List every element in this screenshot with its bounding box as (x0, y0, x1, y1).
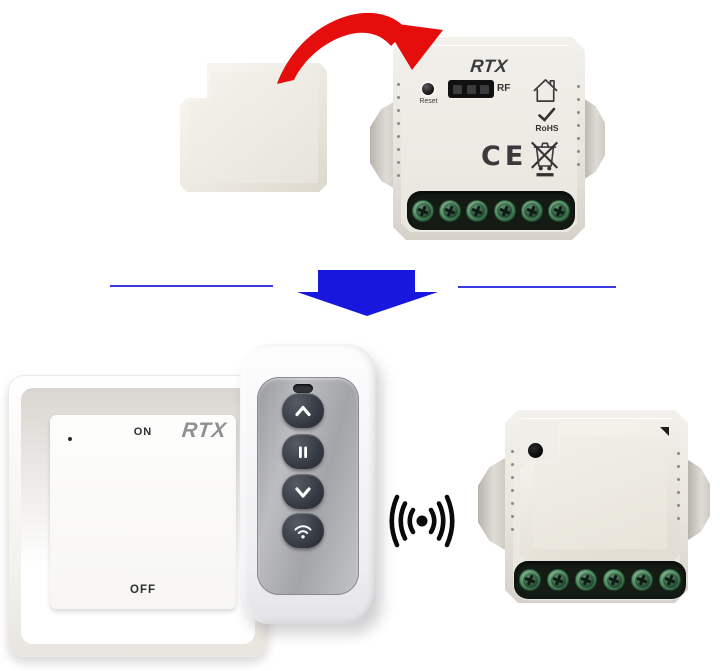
terminal-block (407, 191, 575, 230)
terminal-screw (631, 569, 653, 591)
rf-module-front: RTX Reset RF RoHS CE (370, 30, 605, 248)
switch-brand-logo: RTX (181, 419, 229, 442)
mounting-wing-left (478, 458, 505, 550)
pause-icon (299, 446, 307, 458)
remote-button-up (282, 393, 324, 428)
off-label: OFF (130, 584, 156, 596)
installed-module (478, 388, 710, 643)
blue-down-arrow (297, 270, 438, 316)
remote-panel (257, 377, 359, 595)
led-hole (68, 437, 72, 441)
terminal-block (514, 561, 686, 599)
wall-switch: ON RTX OFF (8, 375, 268, 657)
remote-button-down (282, 474, 324, 509)
antenna-hole (528, 443, 543, 458)
red-curved-arrow (277, 12, 443, 85)
terminal-screw (439, 200, 461, 222)
vent-dots-right (577, 85, 580, 166)
terminal-screw (412, 200, 434, 222)
weee-crossed-bin-icon (528, 136, 562, 179)
divider-line-right (458, 286, 616, 288)
chevron-up-icon (295, 405, 311, 416)
vent-dots-right (677, 452, 680, 520)
terminal-screw (547, 569, 569, 591)
terminal-screw (659, 569, 681, 591)
vent-dots-left (397, 83, 400, 177)
switch-rocker: ON RTX OFF (50, 415, 236, 609)
mounting-wing-right (688, 460, 710, 540)
terminal-screw (466, 200, 488, 222)
terminal-screw (521, 200, 543, 222)
on-label: ON (133, 426, 153, 438)
led-indicator (293, 384, 313, 393)
rf-connector (448, 80, 494, 98)
reset-button (422, 83, 434, 95)
radio-waves-icon (389, 494, 455, 548)
remote-button-pause (282, 434, 324, 469)
remote-button-signal (282, 513, 324, 548)
vent-dots-left (511, 450, 514, 531)
wifi-icon (294, 524, 312, 538)
corner-mark-triangle (660, 427, 669, 436)
chevron-down-icon (295, 486, 311, 498)
mounting-wing-right (583, 98, 605, 180)
terminal-screw (494, 200, 516, 222)
terminal-screw (548, 200, 570, 222)
module-body: RTX Reset RF RoHS CE (393, 37, 585, 240)
terminal-screw (519, 569, 541, 591)
terminal-screw (575, 569, 597, 591)
house-icon (531, 76, 560, 104)
ce-mark: CE (481, 141, 528, 172)
reset-label: Reset (419, 98, 438, 105)
rohs-label: RoHS (535, 123, 559, 133)
rf-label: RF (497, 83, 511, 94)
rohs-check-icon (538, 107, 556, 122)
terminal-screw (603, 569, 625, 591)
divider-line-left (110, 285, 273, 287)
remote-control (240, 344, 376, 624)
